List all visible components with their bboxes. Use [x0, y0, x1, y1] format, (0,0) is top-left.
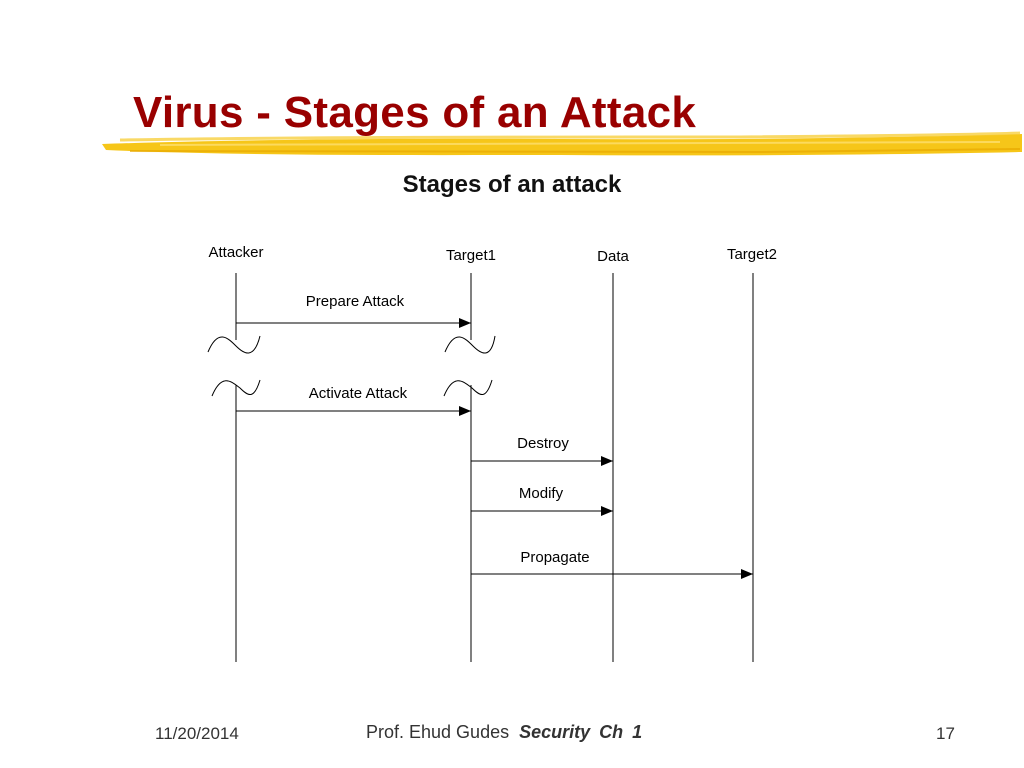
- lifeline-label-data: Data: [597, 248, 629, 265]
- message-label-destroy: Destroy: [517, 435, 569, 452]
- lifeline-label-target1: Target1: [446, 247, 496, 264]
- break-mark-target1-bottom: [443, 379, 493, 397]
- lifeline-label-attacker: Attacker: [208, 244, 263, 261]
- title-brush-stroke: [102, 131, 1022, 156]
- footer-course: Security Ch 1: [519, 722, 643, 742]
- message-label-activate-attack: Activate Attack: [309, 385, 408, 402]
- break-mark-attacker-bottom: [211, 379, 261, 397]
- lifeline-label-target2: Target2: [727, 246, 777, 263]
- break-mark-attacker-top: [207, 335, 261, 354]
- break-mark-target1-top: [444, 335, 496, 354]
- footer-center: Prof. Ehud Gudes Security Ch 1: [366, 722, 642, 743]
- message-label-modify: Modify: [519, 485, 564, 502]
- message-label-prepare-attack: Prepare Attack: [306, 293, 405, 310]
- footer-page-number: 17: [936, 724, 955, 743]
- diagram-title: Stages of an attack: [402, 171, 622, 198]
- slide-title: Virus - Stages of an Attack: [133, 88, 697, 137]
- footer-author: Prof. Ehud Gudes: [366, 722, 510, 742]
- footer-date: 11/20/2014: [155, 724, 239, 743]
- message-label-propagate: Propagate: [520, 549, 589, 566]
